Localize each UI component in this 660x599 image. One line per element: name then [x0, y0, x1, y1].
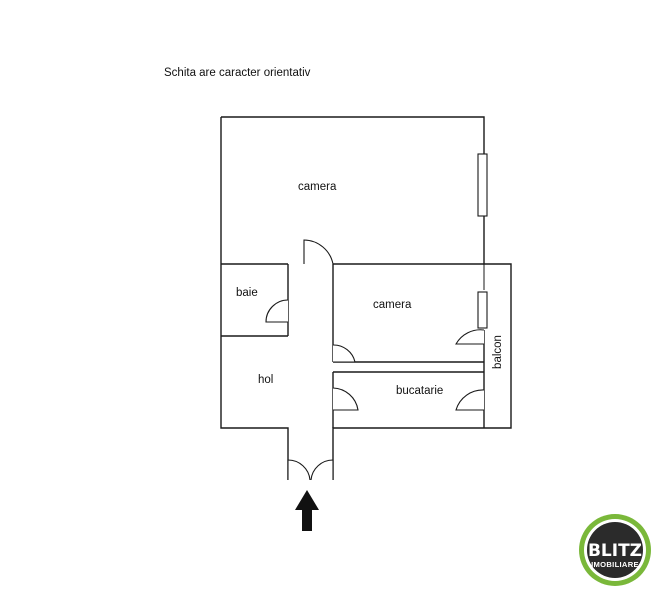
interior-walls: [221, 218, 485, 428]
windows: [477, 153, 488, 329]
room-label-balcon: balcon: [492, 335, 504, 369]
logo-disc: [587, 522, 643, 578]
room-label-camera-large: camera: [298, 181, 337, 193]
logo-sub: IMOBILIARE: [591, 560, 639, 569]
window-camera-large: [477, 153, 488, 217]
room-label-camera-small: camera: [373, 299, 412, 311]
door-entrance-left: [287, 459, 311, 481]
door-camera-large: [303, 239, 334, 265]
room-label-hol: hol: [258, 374, 273, 386]
room-label-baie: baie: [236, 287, 258, 299]
door-balcon: [455, 329, 485, 345]
door-bucatarie-balcon: [455, 389, 485, 411]
arrow-up-icon: [295, 490, 319, 531]
logo-brand: BLITZ: [588, 541, 642, 561]
window-camera-small: [477, 291, 488, 329]
room-label-bucatarie: bucatarie: [396, 385, 443, 397]
door-baie: [265, 299, 289, 323]
outer-walls: [220, 116, 512, 480]
door-entrance-right: [310, 459, 334, 481]
door-bucatarie: [332, 387, 359, 411]
blitz-logo: BLITZ IMOBILIARE: [579, 514, 651, 586]
disclaimer-note: Schita are caracter orientativ: [164, 67, 311, 79]
door-camera-small: [332, 344, 356, 363]
doors: [220, 239, 485, 481]
